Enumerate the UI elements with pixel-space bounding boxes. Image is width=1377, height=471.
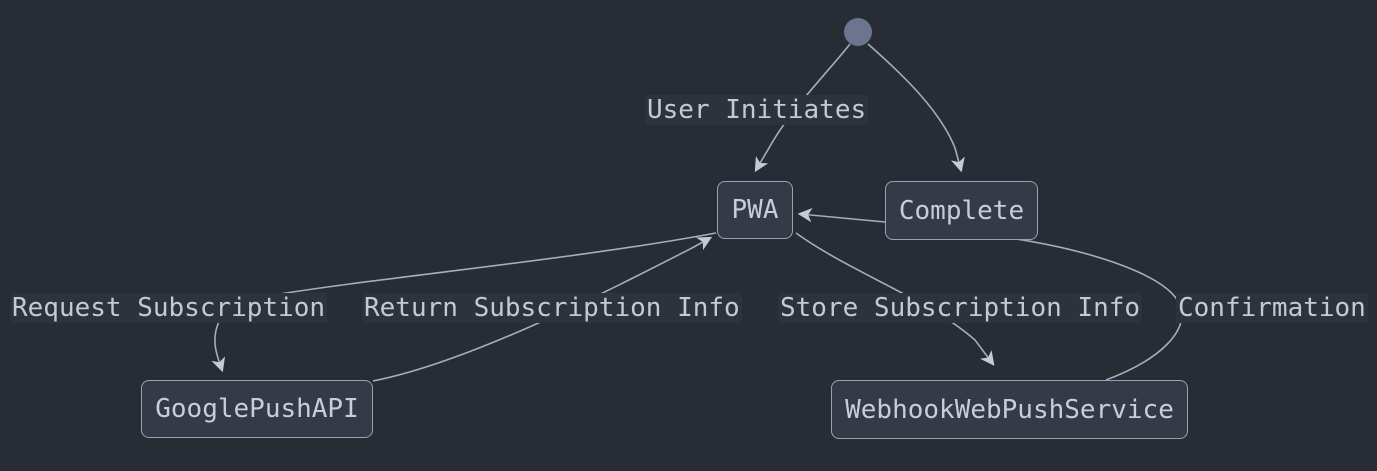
edge-start-to-complete	[867, 43, 965, 173]
edge-pwa-to-googlepushapi	[211, 232, 717, 373]
edge-label-user-initiates: User Initiates	[645, 95, 869, 125]
node-pwa-label: PWA	[731, 195, 779, 225]
edge-label-return-subscription-info: Return Subscription Info	[362, 293, 742, 323]
node-googlepushapi[interactable]: GooglePushAPI	[141, 380, 373, 438]
node-pwa[interactable]: PWA	[717, 181, 793, 239]
node-googlepushapi-label: GooglePushAPI	[155, 394, 359, 424]
node-start[interactable]	[844, 18, 872, 46]
edge-label-request-subscription: Request Subscription	[10, 293, 328, 323]
node-webhookwebpushservice[interactable]: WebhookWebPushService	[831, 380, 1188, 439]
edge-pwa-to-webhookwebpushservice	[795, 232, 995, 366]
edge-label-store-subscription-info: Store Subscription Info	[778, 293, 1143, 323]
node-complete[interactable]: Complete	[885, 181, 1038, 240]
node-complete-label: Complete	[898, 195, 1025, 226]
node-webhookwebpushservice-label: WebhookWebPushService	[845, 394, 1174, 425]
edge-label-confirmation: Confirmation	[1176, 293, 1368, 323]
